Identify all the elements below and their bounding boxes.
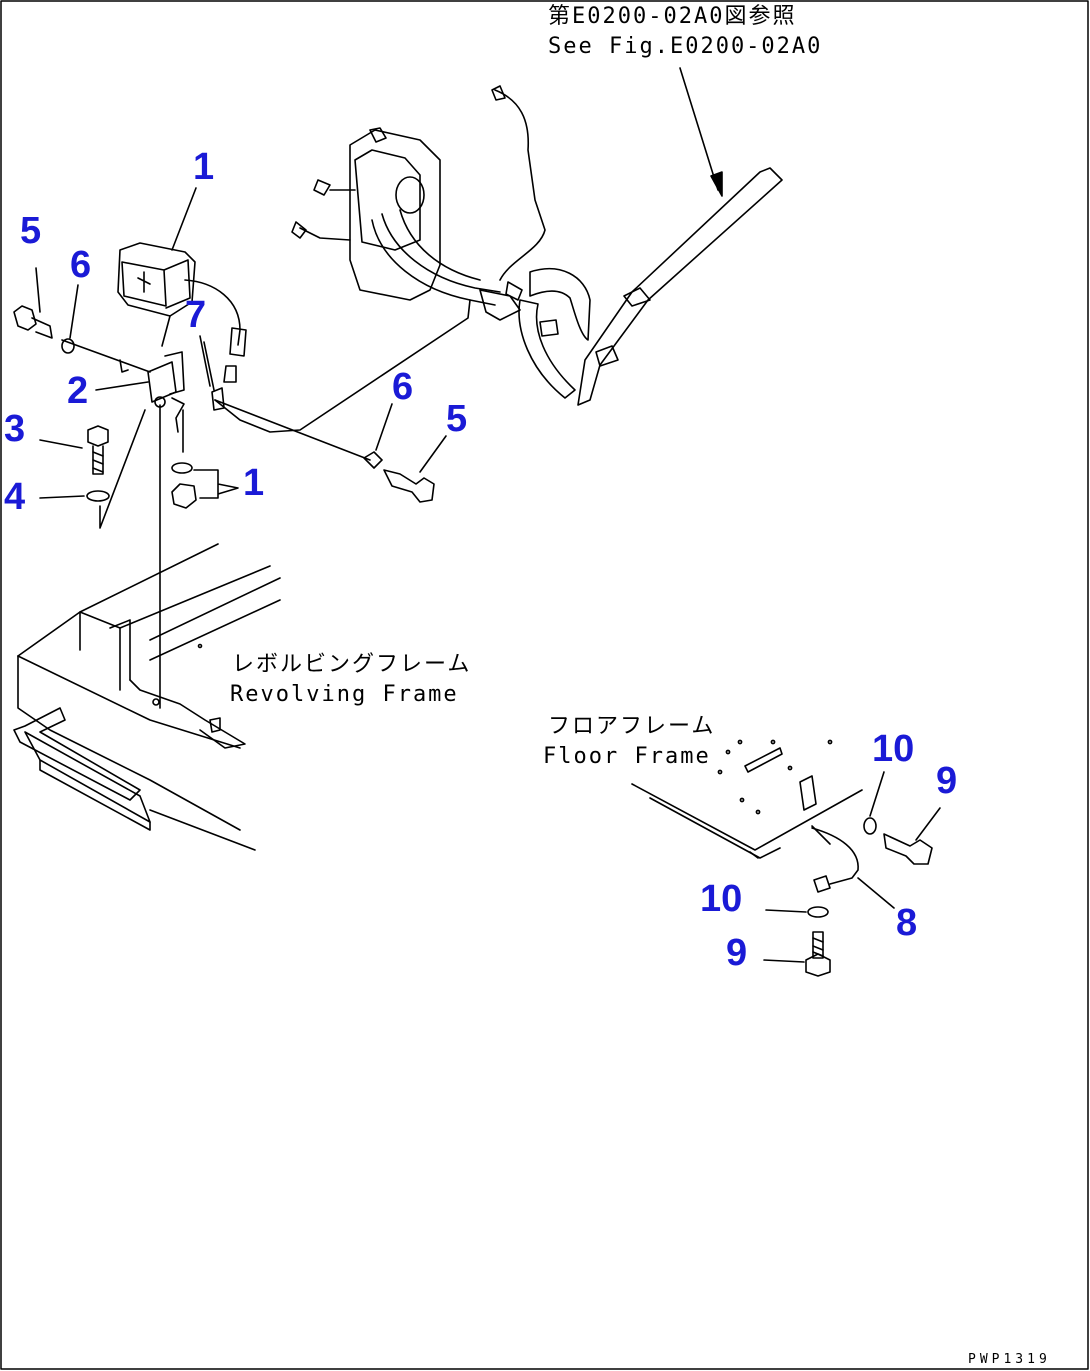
reference-arrow [680,68,722,196]
callout-6-left: 6 [70,244,92,286]
callout-1-top: 1 [193,146,215,188]
washer-nut-1 [172,463,238,508]
callout-3: 3 [4,408,26,450]
part-7-connector [204,342,224,410]
harness-hose [519,168,782,405]
callout-8: 8 [896,902,918,944]
right-washer-6 [364,404,392,468]
part-2-bracket [100,352,184,708]
reference-ja: 第E0200-02A0図参照 [548,4,797,29]
washer-10-top [864,772,884,834]
left-bolt-5 [14,268,52,338]
callout-9-bottom: 9 [726,932,748,974]
reference-en: See Fig.E0200-02A0 [548,34,823,59]
callout-7: 7 [185,294,207,336]
revolving-frame [14,544,280,850]
bolt-9-bottom [764,932,830,976]
washer-4 [40,491,109,501]
callout-5-left: 5 [20,210,42,252]
callout-2: 2 [67,370,89,412]
floor-frame [632,740,862,858]
leader-1-top [172,188,196,250]
revolving-frame-en: Revolving Frame [230,682,459,707]
controller-unit [292,86,545,320]
callout-5-right: 5 [446,398,468,440]
callout-6-right: 6 [392,366,414,408]
floor-frame-en: Floor Frame [543,744,711,769]
washer-10-bottom [766,907,828,917]
floor-frame-ja: フロアフレーム [548,714,716,739]
part-1-component [62,243,246,382]
ground-cable-8 [812,826,894,908]
callout-4: 4 [4,476,26,518]
ground-wire [215,300,470,460]
callout-10-top: 10 [872,728,915,770]
bolt-9-top [884,808,940,864]
document-id: PWP1319 [968,1352,1051,1367]
callout-10-bottom: 10 [700,878,743,920]
left-washer-6 [62,285,78,353]
right-bolt-5 [384,436,446,502]
bolt-3 [40,426,108,474]
revolving-frame-ja: レボルビングフレーム [232,652,472,677]
callout-1-bottom: 1 [243,462,265,504]
leader-2 [96,382,148,390]
callout-9-top: 9 [936,760,958,802]
leader-7 [200,336,210,386]
